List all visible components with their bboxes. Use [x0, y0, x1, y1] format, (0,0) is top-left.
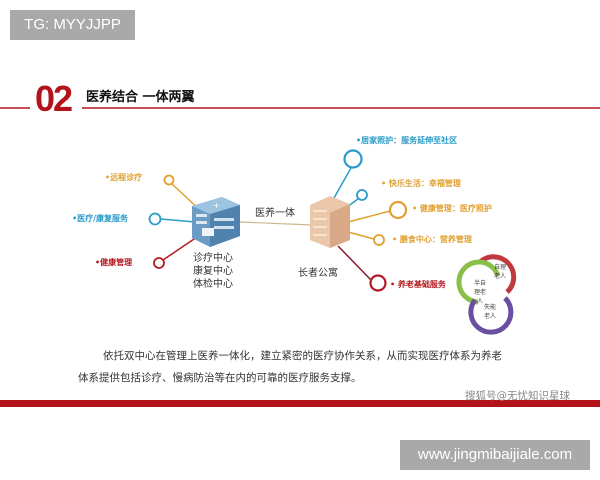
connector-medical [160, 218, 196, 223]
cycle-disabled: 失能老人 [483, 304, 496, 320]
node-basic-service [369, 274, 387, 292]
service-home-care: •居家照护：服务延伸至社区 [356, 136, 458, 145]
hub-line: 体检中心 [193, 279, 233, 290]
apartment-label: 长者公寓 [298, 268, 338, 279]
svg-text:+: + [213, 201, 220, 210]
service-basic: • 养老基础服务 [390, 280, 446, 289]
connector-label: 医养一体 [255, 208, 295, 219]
node-medical [148, 212, 162, 226]
service-medical: •医疗/康复服务 [72, 214, 129, 223]
apartment-building-icon [310, 196, 350, 248]
node-health-care [388, 200, 408, 220]
paragraph-line1: 依托双中心在管理上医养一体化，建立紧密的医疗协作关系，从而实现医疗体系为养老 [103, 350, 502, 362]
paragraph-line2: 体系提供包括诊疗、慢病防治等在内的可靠的医疗服务支撑。 [78, 372, 362, 384]
section-number: 02 [35, 78, 73, 119]
hub-line: 康复中心 [193, 266, 233, 277]
watermark-top: TG: MYYJJPP [10, 10, 135, 40]
hub-line: 诊疗中心 [193, 253, 233, 264]
section-title: 医养结合 一体两翼 [86, 90, 195, 105]
service-health-care: • 健康管理：医疗照护 [412, 204, 492, 213]
cycle-self-care: 自理老人 [493, 264, 506, 280]
node-health [153, 257, 165, 269]
cycle-arc-disabled [468, 296, 514, 335]
cycle-arc-semi [456, 259, 501, 305]
cycle-arc-self-care [478, 254, 517, 294]
node-dining [373, 234, 385, 246]
watermark-bottom: www.jingmibaijiale.com [400, 440, 590, 470]
service-health: •健康管理 [95, 258, 133, 267]
service-happy-life: • 快乐生活：幸福管理 [381, 179, 461, 188]
connector-health [162, 234, 201, 261]
hospital-building-icon: + [192, 197, 240, 247]
node-remote [163, 174, 175, 186]
node-happy-life [356, 189, 368, 201]
service-remote: •远程诊疗 [105, 173, 143, 182]
service-dining: • 膳食中心：营养管理 [392, 235, 472, 244]
cycle-semi: 半自理老人 [473, 280, 486, 305]
source-watermark: 搜狐号@无忧知识星球 [465, 390, 570, 402]
footer-band [0, 400, 600, 407]
connector-integration [239, 221, 313, 226]
node-home-care [343, 149, 363, 169]
